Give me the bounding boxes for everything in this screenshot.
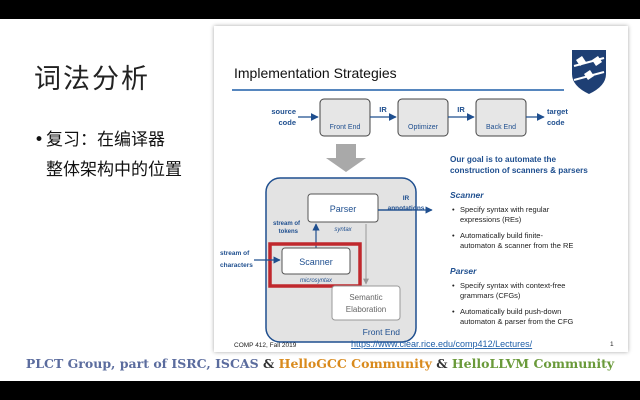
goal-line-2: construction of scanners & parsers [450, 166, 588, 175]
scanner-heading: Scanner [450, 190, 484, 200]
embedded-slide-canvas: Implementation Strategies source code Fr… [220, 50, 614, 349]
expand-arrow-icon [326, 144, 366, 172]
ir-annotations-2: annotations [388, 205, 425, 212]
compiler-pipeline: source code Front End IR Optimizer IR Ba… [271, 98, 568, 137]
slide: 词法分析 •复习：在编译器 整体架构中的位置 Implementation St… [0, 19, 640, 381]
footer-amp-1: & [258, 356, 279, 371]
parser-label: Parser [330, 204, 357, 214]
scanner-bullet-1-line-2: expressions (REs) [460, 215, 522, 224]
semantic-label-1: Semantic [349, 293, 382, 302]
parser-box [307, 193, 379, 223]
rice-crest-icon [572, 50, 606, 94]
stream-characters-1: stream of [220, 250, 250, 257]
parser-heading: Parser [450, 266, 477, 276]
scanner-bullet-1-line-1: Specify syntax with regular [460, 205, 550, 214]
scanner-bullet-dot-1: • [452, 205, 455, 214]
optimizer-label: Optimizer [408, 124, 439, 131]
stream-tokens-1: stream of [273, 221, 301, 227]
slide-title: 词法分析 [34, 64, 150, 95]
microsyntax-label: microsyntax [300, 278, 333, 284]
scanner-label: Scanner [299, 257, 333, 267]
parser-bullet-1-line-2: grammars (CFGs) [460, 291, 521, 300]
parser-bullet-dot-2: • [452, 307, 455, 316]
slide-bullet: •复习：在编译器 整体架构中的位置 [34, 125, 182, 185]
stream-characters-2: characters [220, 262, 253, 269]
bullet-line-1: 复习：在编译器 [46, 130, 165, 150]
footer-hellollvm: HelloLLVM Community [451, 356, 615, 371]
bullet-line-2: 整体架构中的位置 [46, 160, 182, 180]
scanner-box [281, 247, 351, 275]
scanner-bullet-2-line-2: automaton & scanner from the RE [460, 241, 573, 250]
footer-amp-2: & [431, 356, 452, 371]
source-label-2: code [278, 118, 296, 127]
goal-line-1: Our goal is to automate the [450, 155, 556, 164]
ir-label-1: IR [379, 105, 387, 114]
footer-hellogcc: HelloGCC Community [278, 356, 432, 371]
parser-bullet-2-line-1: Automatically build push-down [460, 307, 561, 316]
stream-tokens-2: tokens [279, 229, 299, 235]
ir-annotations-1: IR [403, 195, 410, 202]
source-label-1: source [271, 107, 296, 116]
parser-bullet-1-line-1: Specify syntax with context-free [460, 281, 565, 290]
syntax-label: syntax [334, 227, 352, 233]
back-end-label: Back End [486, 124, 516, 131]
target-label-2: code [547, 118, 565, 127]
semantic-box [331, 285, 401, 321]
bullet-dot: • [34, 130, 45, 150]
front-end-detail-label: Front End [363, 327, 401, 337]
embedded-title: Implementation Strategies [234, 65, 397, 81]
footer-plct: PLCT Group, part of ISRC, ISCAS [25, 356, 259, 371]
scanner-bullet-2-line-1: Automatically build finite- [460, 231, 543, 240]
embedded-slide: Implementation Strategies source code Fr… [214, 26, 628, 352]
scanner-bullet-dot-2: • [452, 231, 455, 240]
target-label-1: target [547, 107, 568, 116]
scanner-highlight [268, 242, 362, 288]
front-end-label: Front End [330, 124, 361, 131]
ir-label-2: IR [457, 105, 465, 114]
lecture-url-link[interactable]: https://www.clear.rice.edu/comp412/Lectu… [351, 339, 533, 349]
parser-bullet-dot-1: • [452, 281, 455, 290]
semantic-label-2: Elaboration [346, 305, 386, 314]
course-label: COMP 412, Fall 2019 [234, 342, 297, 349]
page-number: 1 [610, 341, 614, 348]
footer-banner: PLCT Group, part of ISRC, ISCAS & HelloG… [0, 356, 640, 380]
parser-bullet-2-line-2: automaton & parser from the CFG [460, 317, 574, 326]
